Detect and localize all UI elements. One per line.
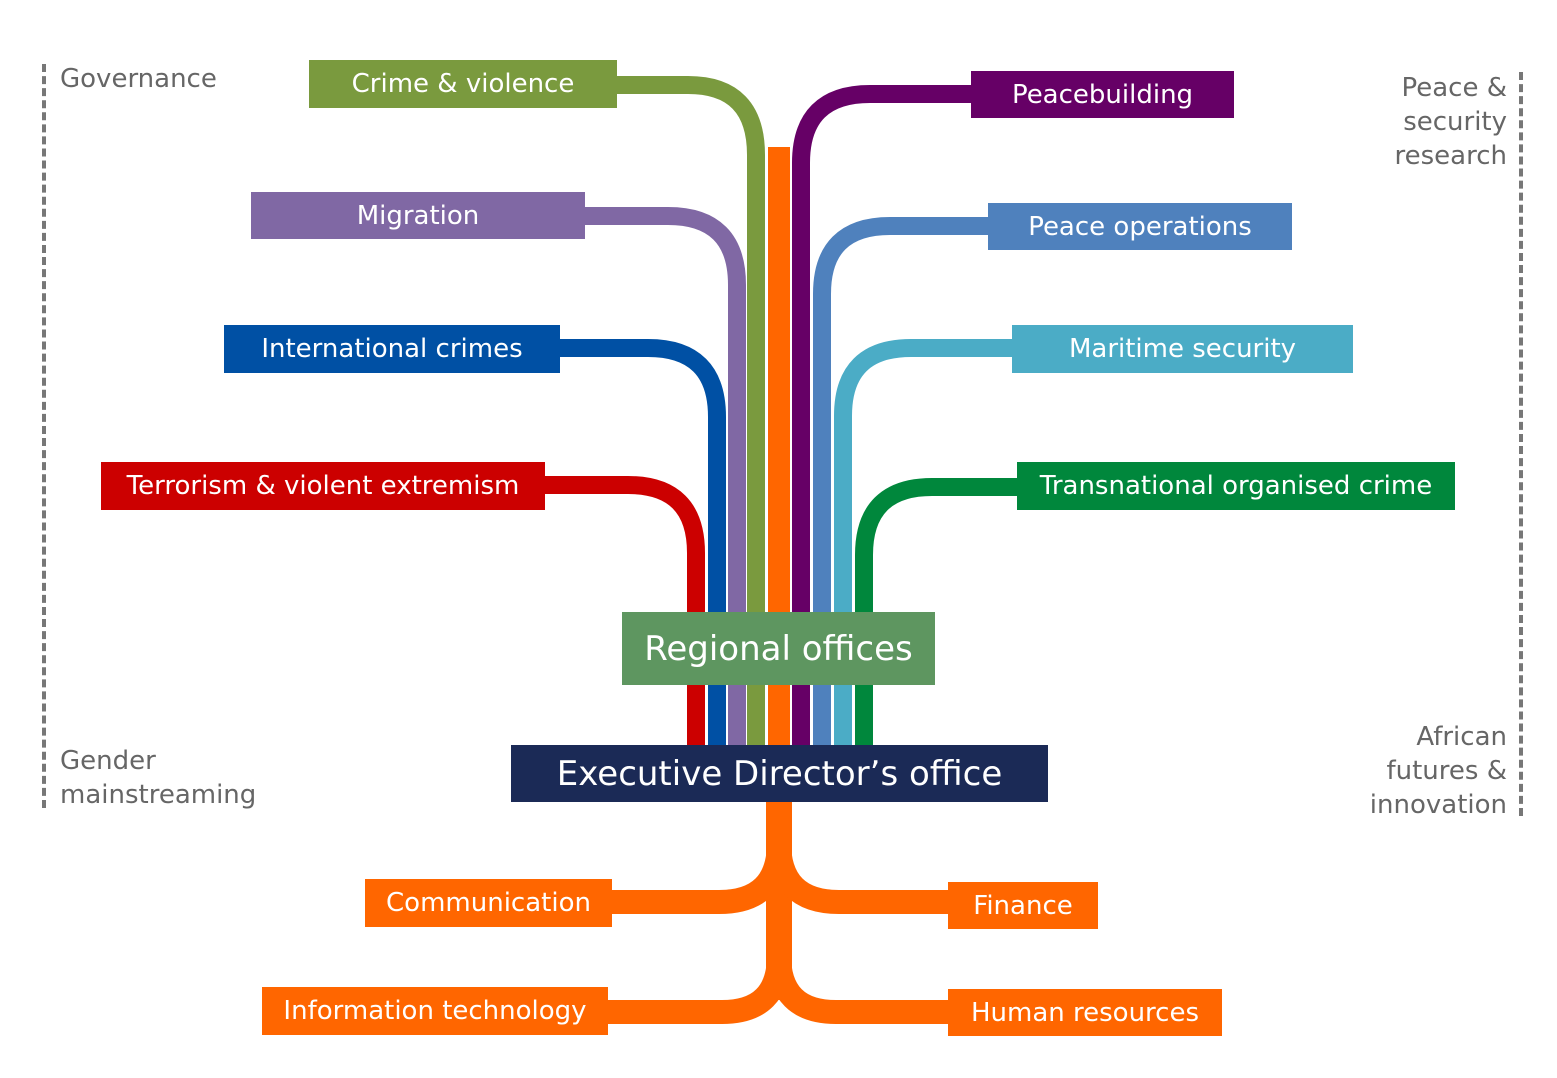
connector-finance (767, 812, 950, 914)
connector-information-technology (600, 900, 791, 1024)
box-finance: Finance (948, 882, 1098, 929)
left-dashed-rail (42, 64, 46, 808)
box-migration: Migration (251, 192, 585, 239)
box-transnational-organised-crime: Transnational organised crime (1017, 462, 1455, 510)
connector-communication (605, 812, 791, 914)
connector-peace-operations (813, 217, 990, 750)
box-human-resources: Human resources (948, 989, 1222, 1036)
connector-crime-violence (610, 76, 765, 750)
connector-human-resources (767, 900, 950, 1024)
box-terrorism-violent-extremism: Terrorism & violent extremism (101, 462, 545, 510)
connector-terrorism (540, 476, 705, 750)
connector-migration (580, 207, 746, 750)
central-trunk (768, 147, 790, 750)
label-governance: Governance (60, 64, 217, 94)
box-peace-operations: Peace operations (988, 203, 1292, 250)
connector-international-crimes (555, 339, 726, 750)
label-gender-mainstreaming: Gender mainstreaming (60, 746, 257, 810)
box-communication: Communication (365, 879, 612, 927)
box-information-technology: Information technology (262, 987, 608, 1035)
box-peacebuilding: Peacebuilding (971, 71, 1234, 118)
box-crime-violence: Crime & violence (309, 60, 617, 108)
label-african-futures-innovation: African futures & innovation (1369, 722, 1507, 820)
label-peace-security-research: Peace & security research (1394, 73, 1507, 171)
connector-maritime-security (834, 339, 1015, 750)
box-international-crimes: International crimes (224, 325, 560, 373)
box-executive-directors-office: Executive Director’s office (511, 745, 1048, 802)
connector-transnational-crime (855, 478, 1020, 750)
box-maritime-security: Maritime security (1012, 325, 1353, 373)
box-regional-offices: Regional offices (622, 612, 935, 685)
connector-peacebuilding (792, 85, 975, 750)
right-dashed-rail (1519, 72, 1523, 816)
